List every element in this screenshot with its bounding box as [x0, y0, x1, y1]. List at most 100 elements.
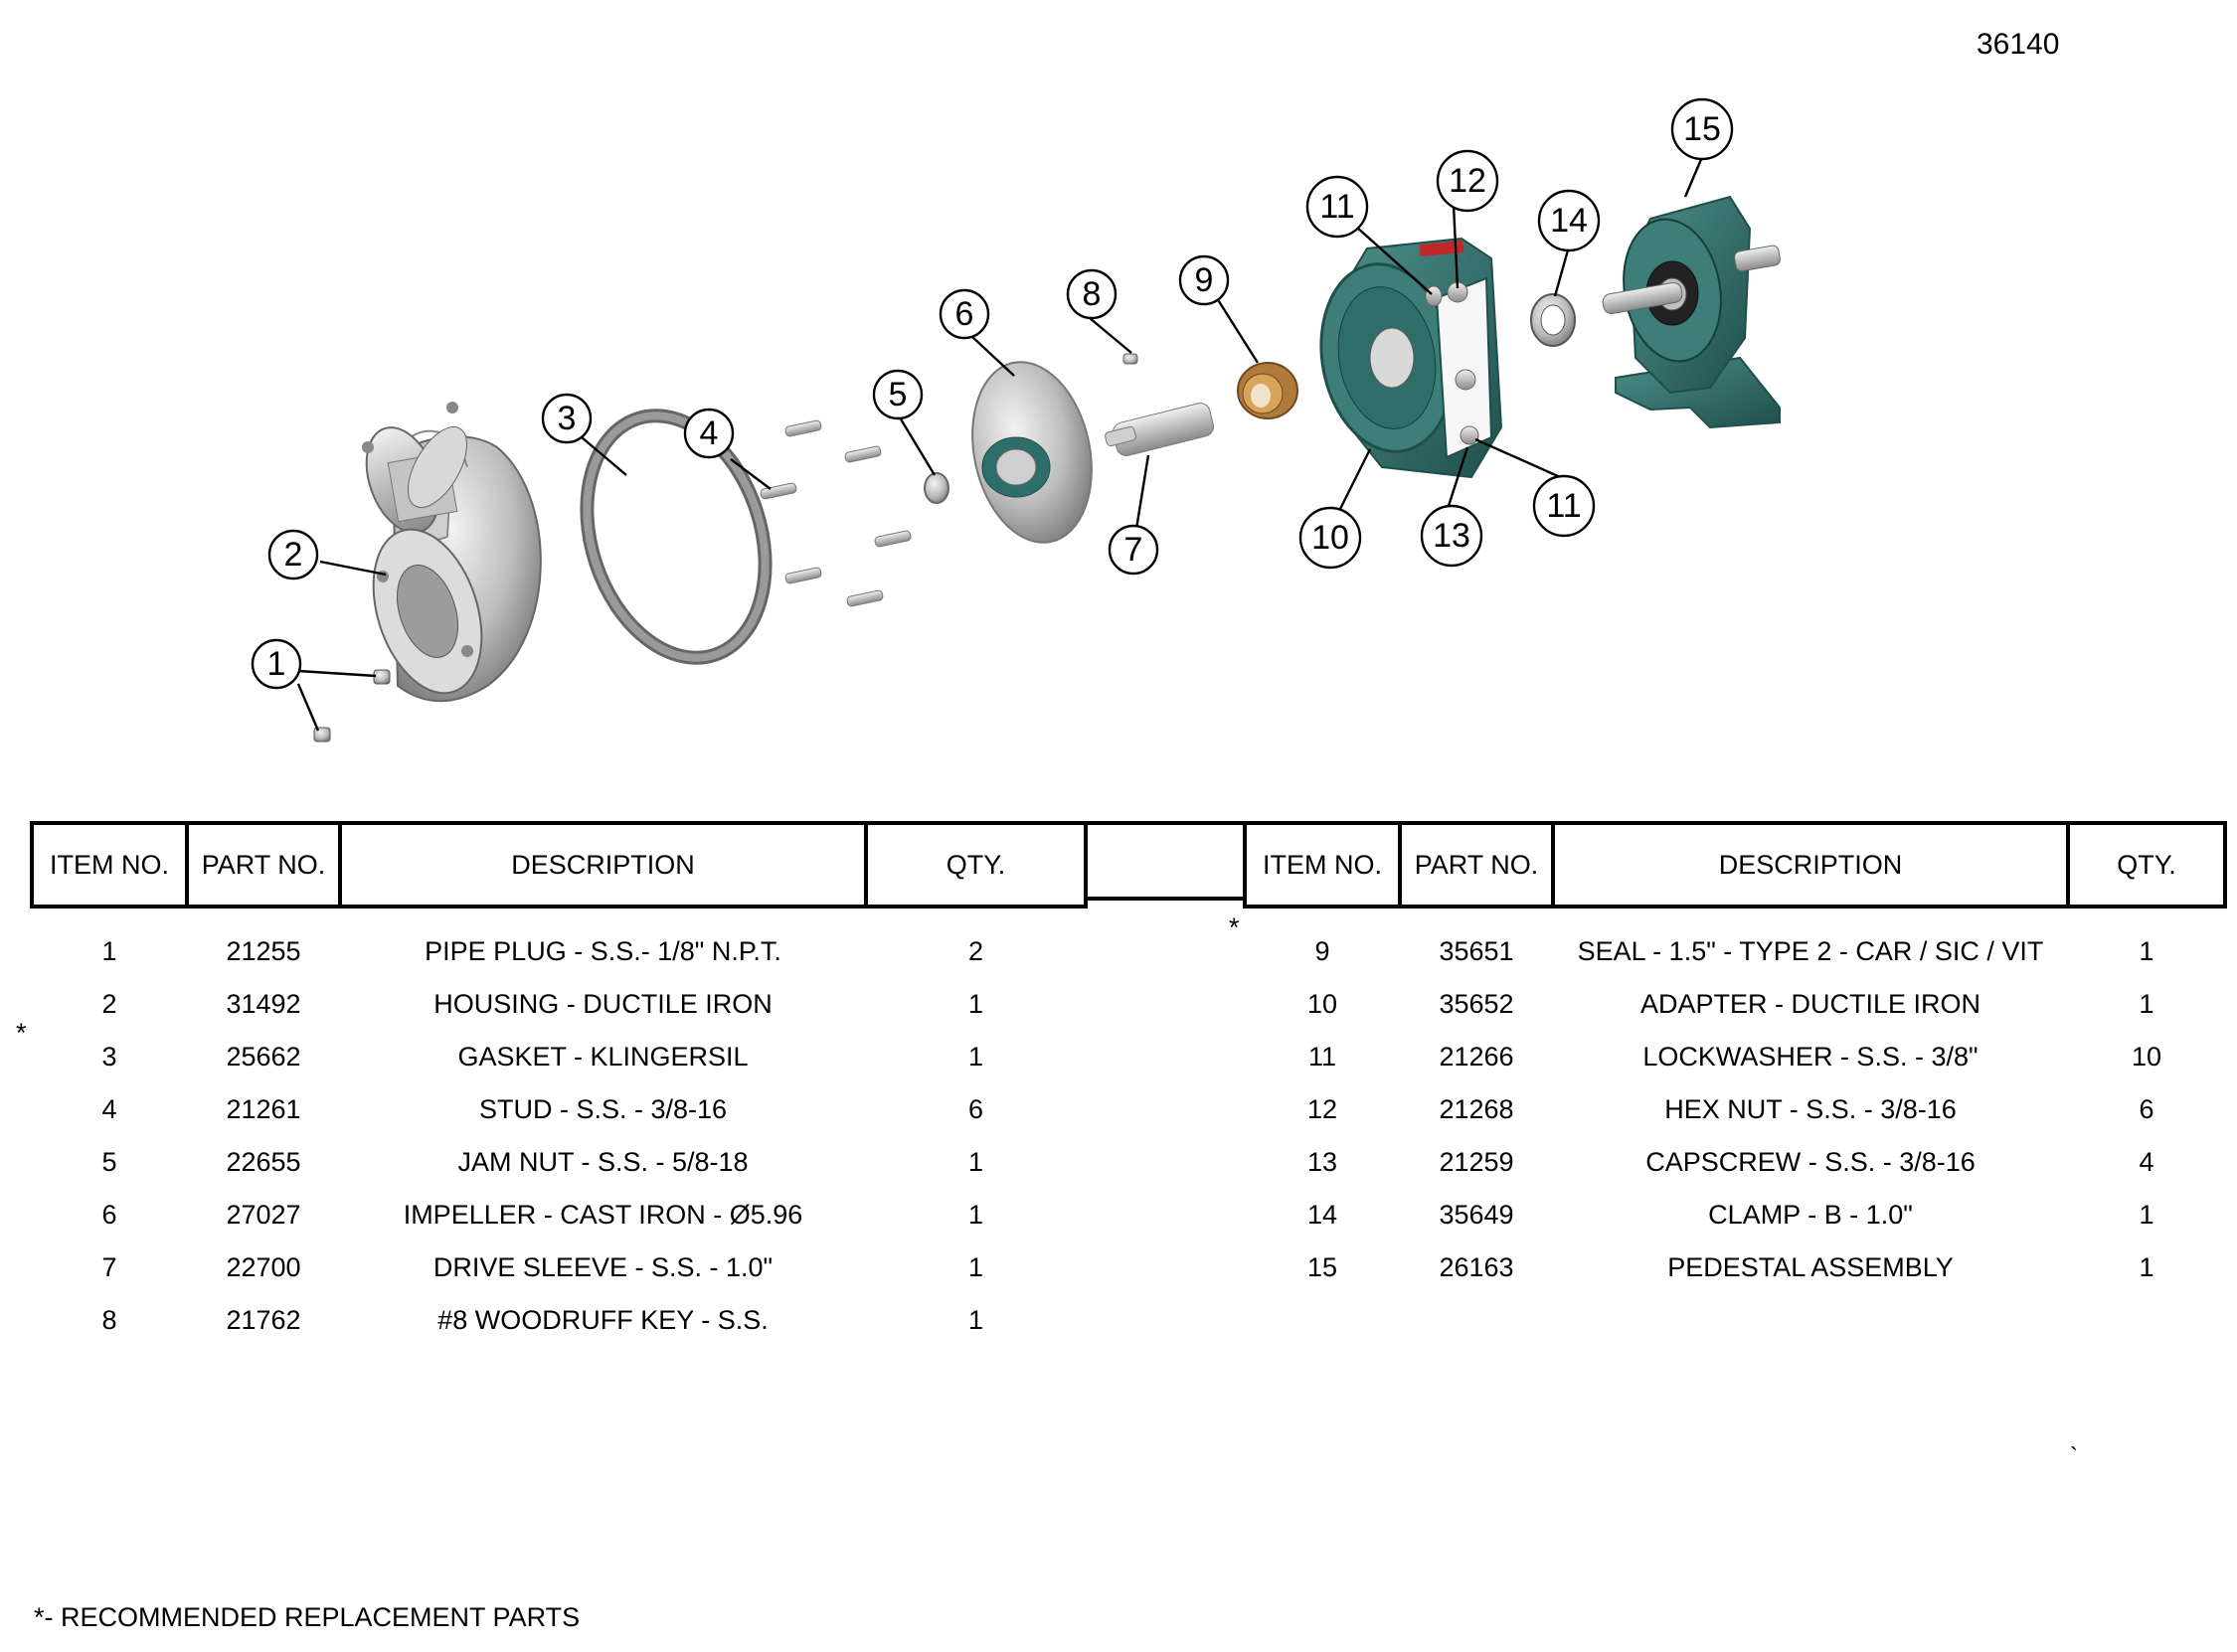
description: GASKET - KLINGERSIL: [457, 1042, 749, 1072]
callout-15: 15: [1670, 97, 1734, 161]
part-no: 27027: [226, 1200, 301, 1230]
gasket-part: [580, 409, 773, 665]
description: DRIVE SLEEVE - S.S. - 1.0": [432, 1252, 774, 1282]
qty: 10: [2131, 1042, 2162, 1072]
callout-13: 13: [1420, 504, 1483, 568]
description: HEX NUT - S.S. - 3/8-16: [1664, 1094, 1957, 1124]
header-spacer-cell: [1084, 821, 1245, 901]
item-no: 7: [101, 1252, 117, 1282]
qty: 1: [967, 1252, 984, 1282]
callout-2: 2: [267, 529, 319, 580]
qty: 1: [967, 1147, 984, 1177]
part-no: 35651: [1439, 936, 1514, 966]
svg-text:12: 12: [1449, 162, 1486, 200]
leader-lines: [296, 156, 1704, 732]
description: CLAMP - B - 1.0": [1708, 1200, 1913, 1230]
part-no: 35652: [1439, 989, 1514, 1019]
item-no: 5: [101, 1147, 117, 1177]
svg-text:14: 14: [1550, 202, 1588, 240]
impeller-part: [971, 361, 1093, 544]
item-no: 4: [101, 1094, 117, 1124]
header-part-no: PART NO.: [1398, 821, 1555, 909]
description: LOCKWASHER - S.S. - 3/8": [1642, 1042, 1979, 1072]
header-qty: QTY.: [864, 821, 1088, 909]
drive-sleeve-part: [1105, 403, 1215, 456]
stud-part: [760, 419, 912, 607]
stray-mark: `: [2070, 1443, 2078, 1470]
item-no: 6: [101, 1200, 117, 1230]
callout-9: 9: [1178, 254, 1230, 306]
callout-14: 14: [1537, 189, 1601, 252]
item-no: 10: [1306, 989, 1338, 1019]
item-no: 9: [1314, 936, 1330, 966]
table-row: 3 25662 GASKET - KLINGERSIL 1: [32, 1031, 1086, 1083]
svg-text:10: 10: [1311, 519, 1349, 557]
table-row: 6 27027 IMPELLER - CAST IRON - Ø5.96 1: [32, 1189, 1086, 1241]
svg-text:5: 5: [889, 376, 908, 413]
description: #8 WOODRUFF KEY - S.S.: [437, 1305, 769, 1335]
part-no: 21266: [1439, 1042, 1514, 1072]
part-no: 21762: [226, 1305, 301, 1335]
qty: 2: [967, 936, 984, 966]
svg-text:1: 1: [267, 645, 286, 683]
svg-text:6: 6: [955, 295, 974, 333]
table-header-row: ITEM NO. PART NO. DESCRIPTION QTY.: [1243, 821, 2227, 909]
item-no: 13: [1306, 1147, 1338, 1177]
callout-12: 12: [1436, 149, 1499, 213]
item-no: 12: [1306, 1094, 1338, 1124]
qty: 6: [2139, 1094, 2154, 1124]
header-item-no: ITEM NO.: [1243, 821, 1402, 909]
qty: 1: [2139, 936, 2154, 966]
svg-text:13: 13: [1433, 517, 1470, 555]
qty: 1: [967, 1042, 984, 1072]
svg-text:3: 3: [558, 400, 577, 437]
callout-4: 4: [683, 408, 735, 459]
recommended-mark-item-9: *: [1229, 912, 1240, 942]
part-no: 22655: [226, 1147, 301, 1177]
svg-text:2: 2: [284, 536, 303, 574]
exploded-pump-drawing: 1 2 3 4 5 6 7 8 9 10 11 11 12 13 14 15: [251, 97, 1781, 743]
qty: 1: [967, 1200, 984, 1230]
housing-part: [362, 402, 542, 703]
item-no: 14: [1306, 1200, 1338, 1230]
item-no: 1: [101, 936, 117, 966]
part-no: 25662: [226, 1042, 301, 1072]
table-row: 7 22700 DRIVE SLEEVE - S.S. - 1.0" 1: [32, 1241, 1086, 1294]
item-no: 8: [101, 1305, 117, 1335]
qty: 1: [967, 989, 984, 1019]
table-header-row: ITEM NO. PART NO. DESCRIPTION QTY.: [30, 821, 1088, 909]
svg-text:15: 15: [1683, 110, 1721, 148]
item-no: 2: [101, 989, 117, 1019]
header-description: DESCRIPTION: [1551, 821, 2070, 909]
description: SEAL - 1.5" - TYPE 2 - CAR / SIC / VIT: [1577, 936, 2044, 966]
callout-8: 8: [1066, 268, 1118, 320]
callout-6: 6: [939, 288, 990, 340]
clamp-part: [1530, 293, 1576, 347]
part-no: 21261: [226, 1094, 301, 1124]
item-no: 3: [101, 1042, 117, 1072]
seal-part: [1237, 362, 1298, 419]
part-no: 22700: [226, 1252, 301, 1282]
svg-text:4: 4: [700, 414, 719, 452]
woodruff-key-part: [1122, 353, 1138, 365]
callout-11-bottom: 11: [1532, 474, 1596, 538]
description: CAPSCREW - S.S. - 3/8-16: [1645, 1147, 1976, 1177]
part-no: 26163: [1439, 1252, 1514, 1282]
description: IMPELLER - CAST IRON - Ø5.96: [403, 1200, 803, 1230]
jam-nut-part: [924, 472, 949, 504]
qty: 1: [2139, 1200, 2154, 1230]
description: PIPE PLUG - S.S.- 1/8" N.P.T.: [425, 936, 781, 966]
header-qty: QTY.: [2066, 821, 2227, 909]
description: ADAPTER - DUCTILE IRON: [1639, 989, 1981, 1019]
qty: 1: [2139, 1252, 2154, 1282]
callout-7: 7: [1108, 524, 1159, 576]
